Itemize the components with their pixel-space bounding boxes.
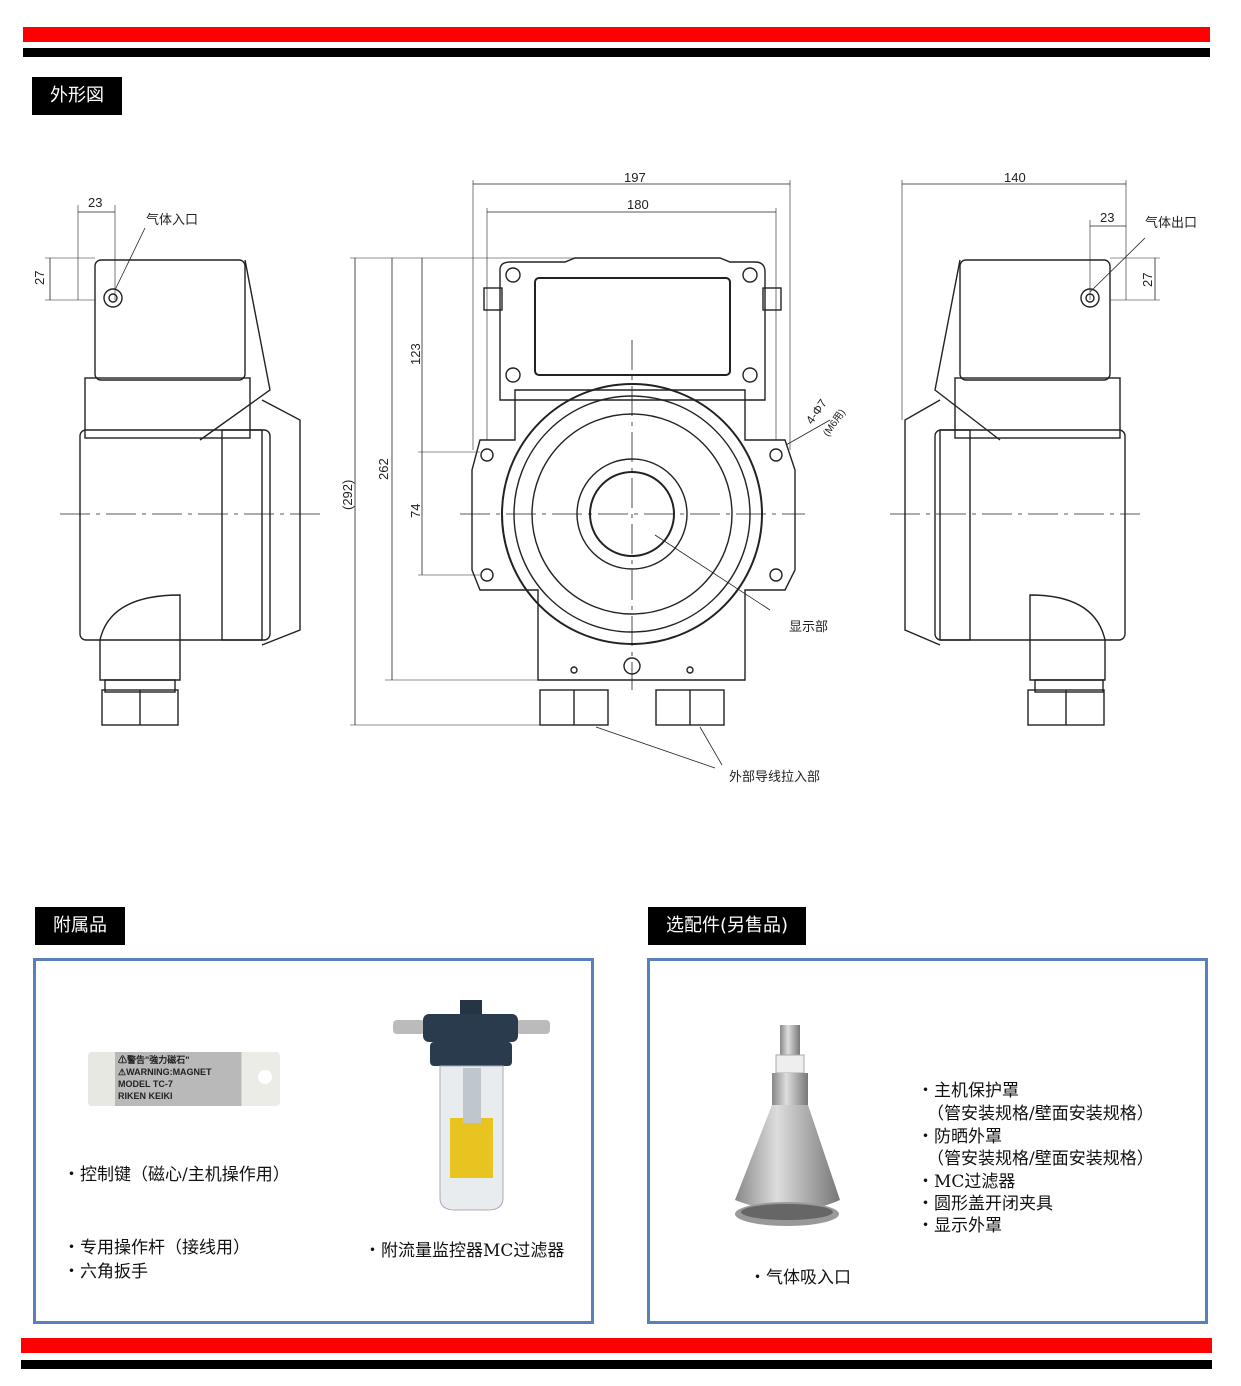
magnet-label-3: MODEL TC-7 — [118, 1079, 173, 1089]
gas-inlet-label: 气体入口 — [146, 212, 198, 227]
section-title-accessories: 附属品 — [35, 907, 125, 945]
option-gas-inlet-caption: ・气体吸入口 — [749, 1268, 851, 1288]
left-dim-v: 27 — [32, 271, 47, 285]
top-black-rule — [23, 48, 1210, 57]
bottom-black-rule — [21, 1360, 1212, 1369]
display-label: 显示部 — [789, 619, 828, 634]
option-item-protector: ・主机保护罩 — [917, 1081, 1019, 1101]
accessory-item-hex-wrench: ・六角扳手 — [63, 1262, 148, 1282]
options-panel — [647, 958, 1208, 1324]
dim-total-height: (292) — [340, 480, 355, 510]
option-item-protector-spec: （管安装规格/壁面安装规格） — [927, 1104, 1154, 1124]
gas-outlet-label: 气体出口 — [1145, 215, 1197, 230]
magnet-label-1: ⚠警告"強力磁石" — [118, 1055, 190, 1065]
right-dim-v: 27 — [1140, 273, 1155, 287]
option-item-sun-cover-spec: （管安装规格/壁面安装规格） — [927, 1149, 1154, 1169]
right-dim-h: 23 — [1100, 210, 1114, 225]
dim-main-height: 262 — [376, 458, 391, 480]
gas-inlet-hood-image — [735, 1025, 840, 1226]
option-item-display-cover: ・显示外罩 — [917, 1216, 1002, 1236]
section-title-outline: 外形図 — [32, 77, 122, 115]
dim-overall-width: 197 — [624, 170, 646, 185]
option-item-sun-cover: ・防晒外罩 — [917, 1127, 1002, 1147]
magnet-key-image: ⚠警告"強力磁石" ⚠WARNING:MAGNET MODEL TC-7 RIK… — [88, 1052, 280, 1106]
cable-entry-label: 外部导线拉入部 — [729, 769, 820, 784]
section-title-options: 选配件(另售品) — [648, 907, 807, 945]
right-side-view — [890, 180, 1160, 726]
dim-upper-height: 123 — [408, 343, 423, 365]
dim-lower-height: 74 — [408, 504, 423, 518]
accessory-item-mc-filter: ・附流量监控器MC过滤器 — [364, 1241, 565, 1261]
top-red-rule — [23, 27, 1210, 42]
dim-mount-width: 180 — [627, 197, 649, 212]
accessory-item-lever: ・专用操作杆（接线用） — [63, 1238, 250, 1258]
option-item-mc-filter: ・MC过滤器 — [917, 1172, 1016, 1192]
outline-drawing: 23 27 气体入口 — [32, 170, 1197, 784]
bottom-red-rule — [21, 1338, 1212, 1353]
front-view — [350, 180, 831, 769]
magnet-label-4: RIKEN KEIKI — [118, 1091, 173, 1101]
right-dim-width: 140 — [1004, 170, 1026, 185]
left-side-view — [45, 205, 320, 726]
accessory-item-control-key: ・控制键（磁心/主机操作用） — [63, 1165, 290, 1185]
left-dim-h: 23 — [88, 195, 102, 210]
option-item-cover-tool: ・圆形盖开闭夹具 — [917, 1194, 1053, 1214]
mc-filter-image — [393, 1000, 550, 1211]
magnet-label-2: ⚠WARNING:MAGNET — [118, 1067, 212, 1077]
